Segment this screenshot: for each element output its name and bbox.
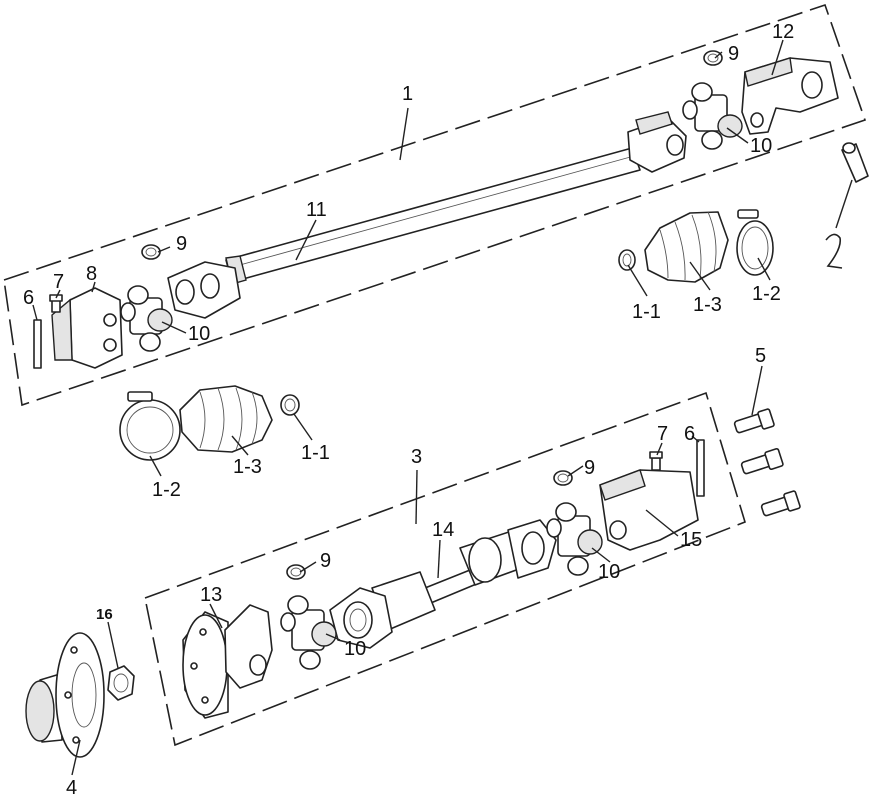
flange-yoke-13 [182,604,273,719]
callout-1-3-lower: 1-3 [233,456,262,478]
callout-1-1-upper: 1-1 [632,301,661,323]
callout-2-handwritten: 2 [825,233,843,269]
universal-joint-10-upper-left [120,285,173,352]
callout-1-3-upper: 1-3 [693,294,722,316]
flange-yoke-8 [51,287,123,369]
companion-flange-4 [25,632,105,758]
front-propeller-shaft [225,147,641,285]
rear-propeller-shaft [371,519,557,631]
callout-9-lower-left: 9 [320,550,331,572]
boot-clamp-1-1-lower [280,394,300,416]
snap-ring-9-lower-left [286,564,306,580]
universal-joint-10-upper-right [682,82,743,150]
boot-1-3-upper [644,211,729,283]
callout-15: 15 [680,529,702,551]
callout-16: 16 [96,606,113,623]
callout-7-lower: 7 [657,423,668,445]
universal-joint-10-lower-right [546,502,603,576]
slip-yoke-15 [599,469,699,551]
callout-10-lower-left: 10 [344,638,366,660]
lower-assembly-boundary [144,391,746,747]
callout-9-upper-right: 9 [728,43,739,65]
bolt-5-middle [740,447,784,475]
pin-2 [841,142,869,183]
nut-16 [107,665,135,701]
callout-10-lower-right: 10 [598,561,620,583]
upper-assembly-boundary [3,3,867,407]
callout-6-lower: 6 [684,423,695,445]
pin-6-upper [33,319,42,369]
callout-10-upper-left: 10 [188,323,210,345]
slip-yoke-12 [741,57,839,135]
grease-fitting-7-lower [649,451,663,471]
callout-13: 13 [200,584,222,606]
callout-12: 12 [772,21,794,43]
callout-1-2-lower: 1-2 [152,479,181,501]
shaft-yoke-right [627,111,687,173]
callout-8: 8 [86,263,97,285]
callout-9-upper-left: 9 [176,233,187,255]
callout-1-1-lower: 1-1 [301,442,330,464]
shaft-yoke-left [167,261,241,319]
boot-clamp-1-2-lower [119,391,181,461]
callout-7-upper: 7 [53,271,64,293]
leader-lines [32,39,853,776]
callout-1: 1 [402,83,413,105]
snap-ring-9-lower-right [553,470,573,486]
universal-joint-10-lower-left [280,595,337,670]
shaft-yoke-lower-left [329,587,393,649]
callout-4: 4 [66,777,77,799]
callout-11: 11 [306,199,327,221]
boot-clamp-1-1-upper [618,249,636,271]
callout-6-upper: 6 [23,287,34,309]
callout-1-2-upper: 1-2 [752,283,781,305]
callout-9-lower-right: 9 [584,457,595,479]
pin-6-lower [696,439,705,497]
callout-5: 5 [755,345,766,367]
callout-14: 14 [432,519,454,541]
snap-ring-9-upper-left [141,244,161,260]
snap-ring-9-upper-right [703,50,723,66]
boot-clamp-1-2-upper [736,209,774,276]
callout-10-upper-right: 10 [750,135,772,157]
bolt-5-top [733,408,775,434]
callout-3: 3 [411,446,422,468]
bolt-5-bottom [760,490,801,517]
boot-1-3-lower [179,385,273,453]
